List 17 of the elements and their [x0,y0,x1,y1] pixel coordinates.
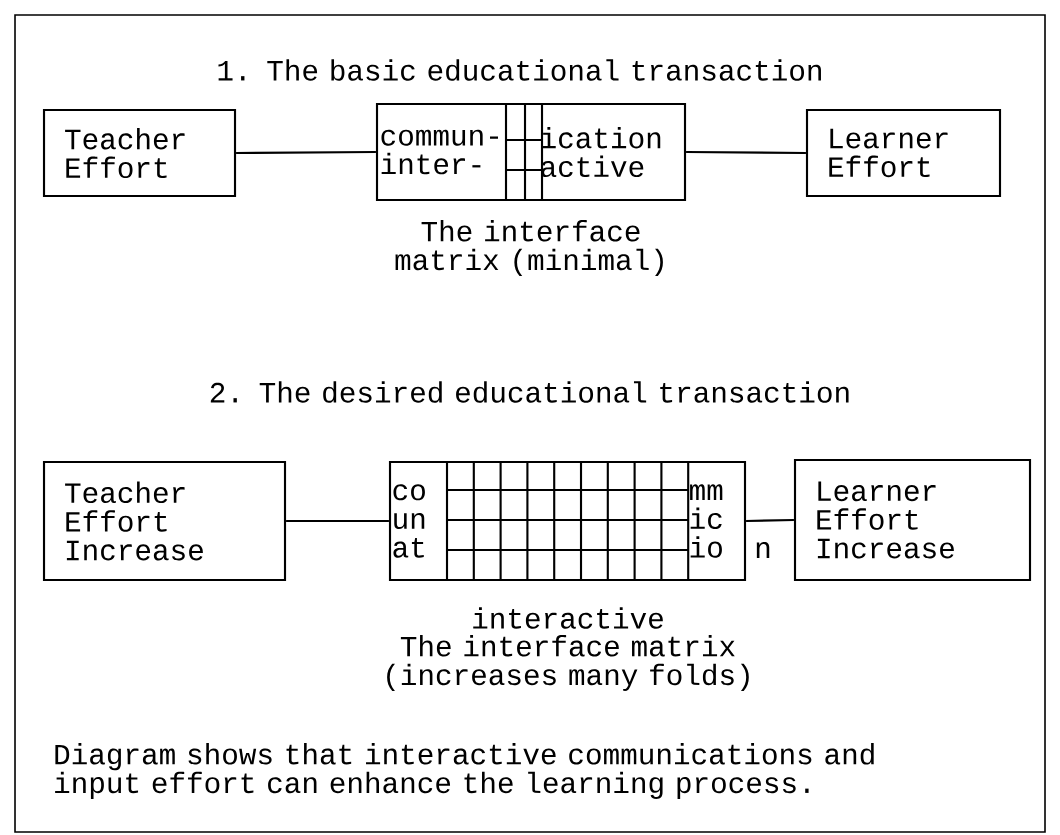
text-label: 2. The desired educational transaction [210,381,849,403]
caption: interactive [473,607,663,629]
effort-box: Learner Effort [805,108,1002,198]
matrix-box: co un at mm ic io [388,460,747,582]
text-label: Diagram shows that interactive communications and input effort can enhance the learning process. [55,743,874,799]
effort-box: Teacher Effort [42,108,237,198]
effort-box: Teacher Effort Increase [42,460,287,582]
caption: The interface matrix (increases many folds) [387,635,749,691]
caption: The interface matrix (minimal) [395,220,663,276]
caption: n [756,542,770,558]
connector-line [746,518,794,523]
connector-line [286,519,389,523]
effort-box: Learner Effort Increase [793,458,1032,582]
text-label: 1. The basic educational transaction [218,59,821,81]
connector-line [236,150,376,155]
connector-line [686,150,806,155]
matrix-box: commun- inter- ication active [375,102,687,202]
